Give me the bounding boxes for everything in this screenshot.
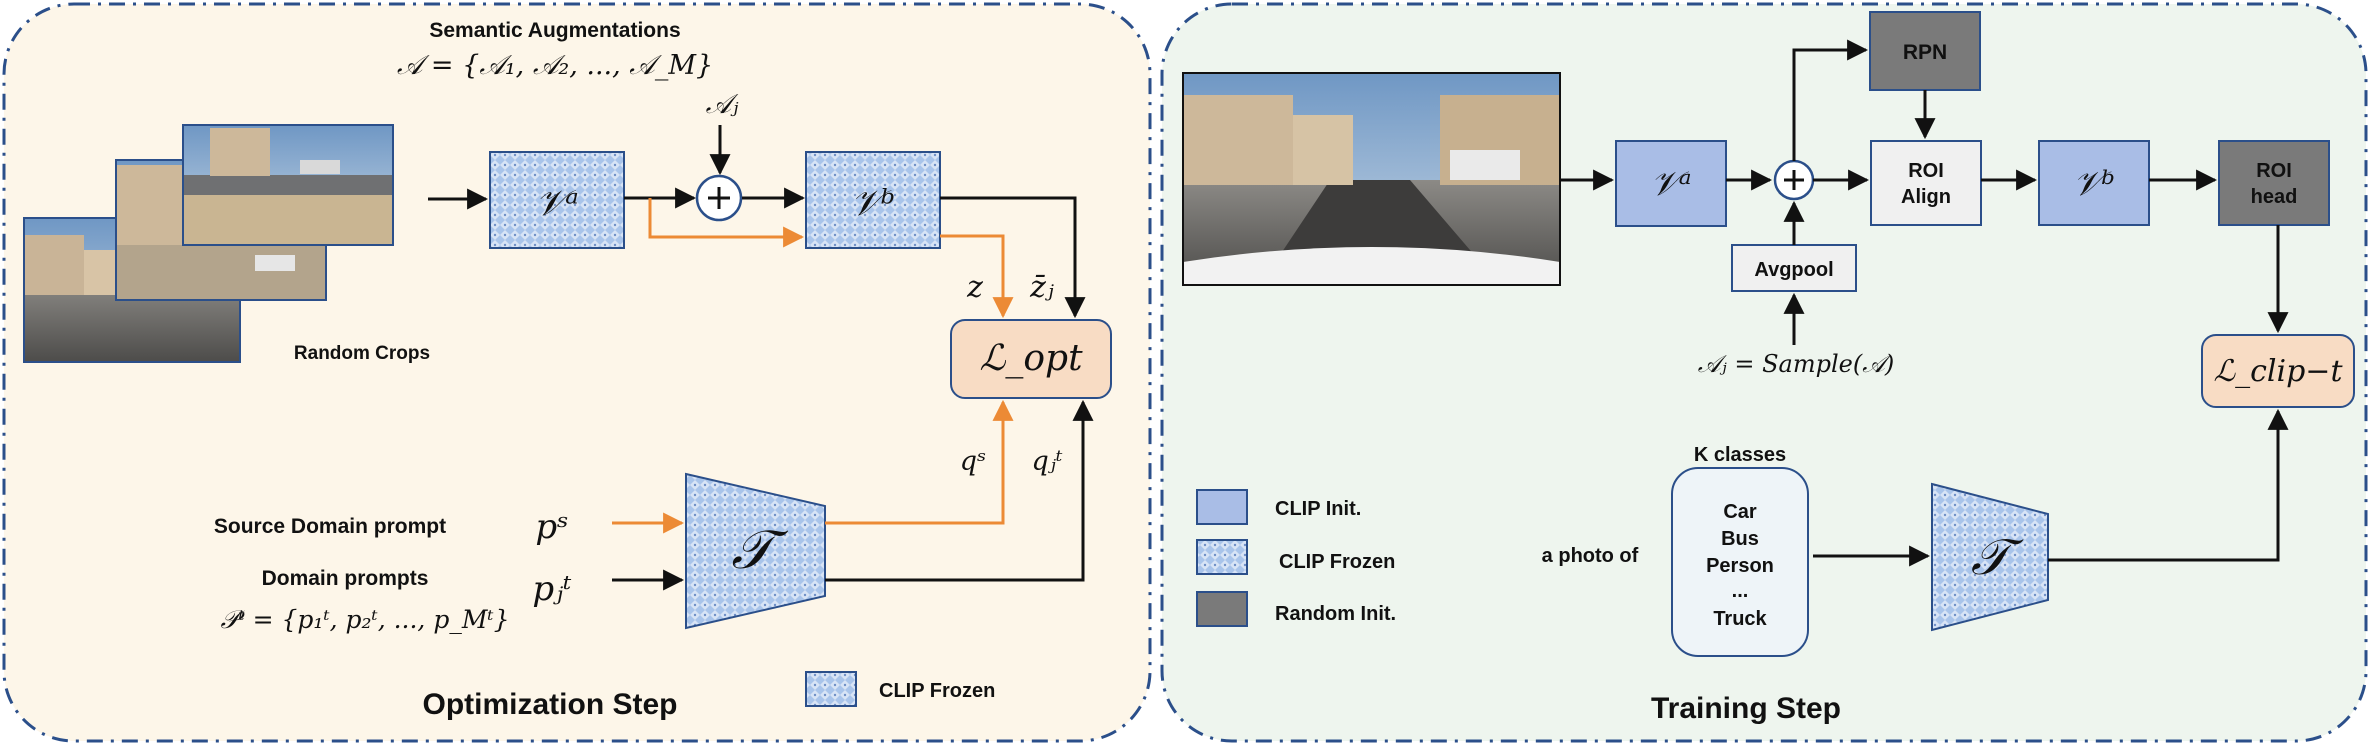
training-plus-icon xyxy=(1784,170,1804,190)
orange-arrow-t-to-loss-qs xyxy=(825,399,1014,525)
roi-align-label-2: Align xyxy=(1901,186,1951,208)
orange-arrow-va-to-vb xyxy=(648,198,805,248)
domain-prompts-label: Domain prompts xyxy=(262,567,429,590)
training-vb-label: 𝒱ᵇ xyxy=(2073,164,2115,204)
avgpool-label: Avgpool xyxy=(1754,259,1833,281)
qs-label: qˢ xyxy=(960,446,986,477)
qjt-label: qⱼᵗ xyxy=(1031,446,1062,477)
ps-label: pˢ xyxy=(535,507,568,547)
augmentation-set-formula: 𝒜 = {𝒜₁, 𝒜₂, ..., 𝒜_M} xyxy=(397,50,713,81)
plus-icon xyxy=(708,187,730,209)
arrow-plus-to-rpn xyxy=(1792,39,1869,161)
training-va-label: 𝒱ᵃ xyxy=(1650,164,1691,204)
semantic-augmentations-title: Semantic Augmentations xyxy=(429,19,680,42)
class-item: Bus xyxy=(1721,528,1759,550)
roi-head-label-2: head xyxy=(2251,186,2298,208)
training-step-title: Training Step xyxy=(1651,692,1841,725)
legend-random-label: Random Init. xyxy=(1275,603,1396,625)
roi-head-label-1: ROI xyxy=(2256,160,2292,182)
vb-label: 𝒱ᵇ xyxy=(851,183,895,224)
legend-frozen-label-right: CLIP Frozen xyxy=(1279,551,1395,573)
pjt-label: pⱼᵗ xyxy=(532,569,572,609)
training-va-block xyxy=(1615,140,1727,227)
loss-opt-label: ℒ_opt xyxy=(979,338,1083,379)
legend-frozen-label: CLIP Frozen xyxy=(879,680,995,702)
text-encoder-block xyxy=(685,472,826,630)
rpn-label: RPN xyxy=(1903,41,1947,64)
optimization-step-title: Optimization Step xyxy=(423,688,678,721)
random-crops-label: Random Crops xyxy=(294,343,430,364)
loss-clip-t-box xyxy=(2201,334,2355,408)
va-label: 𝒱ᵃ xyxy=(535,183,579,224)
training-legend: CLIP Init. CLIP Frozen Random Init. xyxy=(1196,489,1396,627)
class-list: Car Bus Person ... Truck xyxy=(1706,501,1774,630)
roi-align-label-1: ROI xyxy=(1908,160,1944,182)
training-panel: 𝒱ᵃ RPN ROI Align Avgpool 𝒜ⱼ = Sample(𝒜) … xyxy=(1160,2,2368,743)
legend-frozen-swatch xyxy=(805,671,857,707)
random-crops-stack xyxy=(23,124,394,363)
class-item: Person xyxy=(1706,555,1774,577)
arrow-vb-to-loss-zbar xyxy=(940,196,1086,319)
k-classes-title: K classes xyxy=(1694,444,1786,466)
sample-formula: 𝒜ⱼ = Sample(𝒜) xyxy=(1698,350,1895,378)
legend-init-swatch xyxy=(1196,489,1248,525)
loss-clip-t-label: ℒ_clip−t xyxy=(2214,354,2344,389)
training-text-encoder-block xyxy=(1931,482,2049,632)
class-item: Car xyxy=(1723,501,1757,523)
class-list-box xyxy=(1671,467,1809,657)
domain-prompts-formula: 𝒫ᵗ = {p₁ᵗ, p₂ᵗ, ..., p_Mᵗ} xyxy=(220,605,509,634)
arrow-t-to-loss-qjt xyxy=(825,399,1094,582)
legend-init-label: CLIP Init. xyxy=(1275,498,1361,520)
legend-random-swatch xyxy=(1196,591,1248,627)
optimization-panel: Semantic Augmentations 𝒜 = {𝒜₁, 𝒜₂, ...,… xyxy=(2,2,1152,743)
a-photo-of-label: a photo of xyxy=(1542,545,1639,567)
visual-encoder-vb-block xyxy=(805,151,941,249)
zbar-label: z̄ⱼ xyxy=(1029,270,1054,305)
visual-encoder-va-block xyxy=(489,151,625,249)
class-item: ... xyxy=(1732,580,1749,602)
legend-frozen-swatch-right xyxy=(1196,539,1248,575)
arrow-t-to-loss-clip xyxy=(2048,408,2289,562)
crop-image-1 xyxy=(182,124,394,246)
roi-align-block xyxy=(1870,140,1982,226)
loss-opt-box xyxy=(950,319,1112,399)
z-label: z xyxy=(966,270,983,305)
aj-label: 𝒜ⱼ xyxy=(706,89,740,120)
input-street-image xyxy=(1182,72,1561,286)
source-domain-prompt-label: Source Domain prompt xyxy=(214,515,446,538)
orange-arrow-vb-to-loss-z xyxy=(940,234,1014,319)
training-vb-block xyxy=(2038,140,2150,226)
class-item: Truck xyxy=(1713,608,1767,630)
roi-head-block xyxy=(2218,140,2330,226)
